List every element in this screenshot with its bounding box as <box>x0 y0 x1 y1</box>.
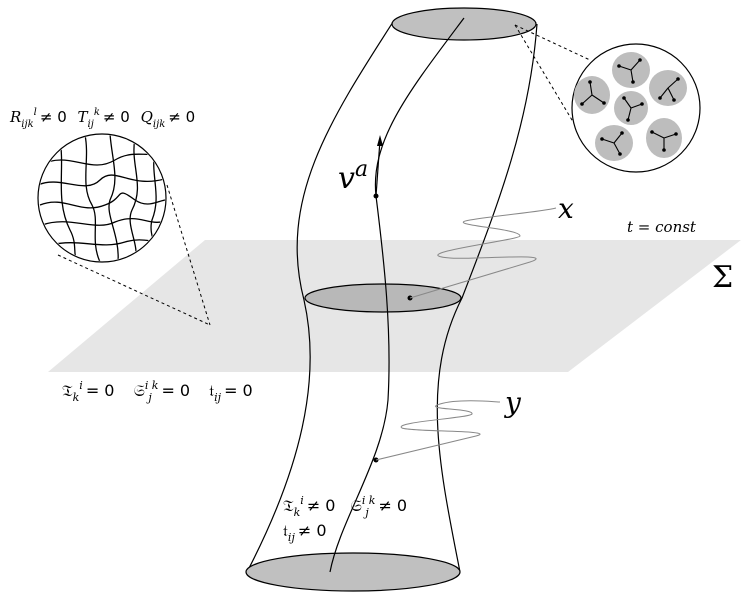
microstructure-zoom-bubble <box>514 24 701 173</box>
point-y-label: y <box>503 386 522 419</box>
time-const-label: t = const <box>627 218 697 236</box>
velocity-label: va <box>338 157 368 196</box>
particle-frames <box>581 59 679 155</box>
velocity-arrowhead <box>377 135 383 146</box>
worldtube-left-wall <box>246 21 394 573</box>
y-connector-squiggle <box>375 400 501 461</box>
hypersurface-plane-front <box>48 340 610 372</box>
point-x-label: x <box>558 192 574 225</box>
geometry-conditions-label: Rijkl≠ 0 Tijk≠ 0 Qijk≠ 0 <box>9 107 195 130</box>
worldline-point-v <box>373 193 379 199</box>
x-connector-squiggle <box>409 207 557 299</box>
curvature-zoom-bubble <box>37 133 211 326</box>
bulk-inequality-t-label: 𝔱ij≠ 0 <box>283 521 327 544</box>
worldtube-right-wall <box>436 23 538 573</box>
worldtube-bottom-cap <box>245 552 461 592</box>
velocity-arrow <box>375 139 381 197</box>
sigma-equalities-label: 𝔗ki= 0 𝔖ijk= 0 𝔱ij= 0 <box>62 379 253 404</box>
zoom-guide-line <box>166 184 211 326</box>
zoom-guide-line <box>514 24 591 61</box>
curved-grid <box>39 135 165 261</box>
particle-arrowheads <box>580 58 680 156</box>
sigma-label: Σ <box>712 260 733 295</box>
worldtube-top-cap <box>391 7 537 41</box>
zoom-guide-line <box>57 254 211 326</box>
tube-cross-section-on-sigma <box>304 283 462 313</box>
central-worldline <box>329 17 465 573</box>
bulk-inequalities-label: 𝔗ki≠ 0 𝔖ijk≠ 0 <box>283 494 407 519</box>
